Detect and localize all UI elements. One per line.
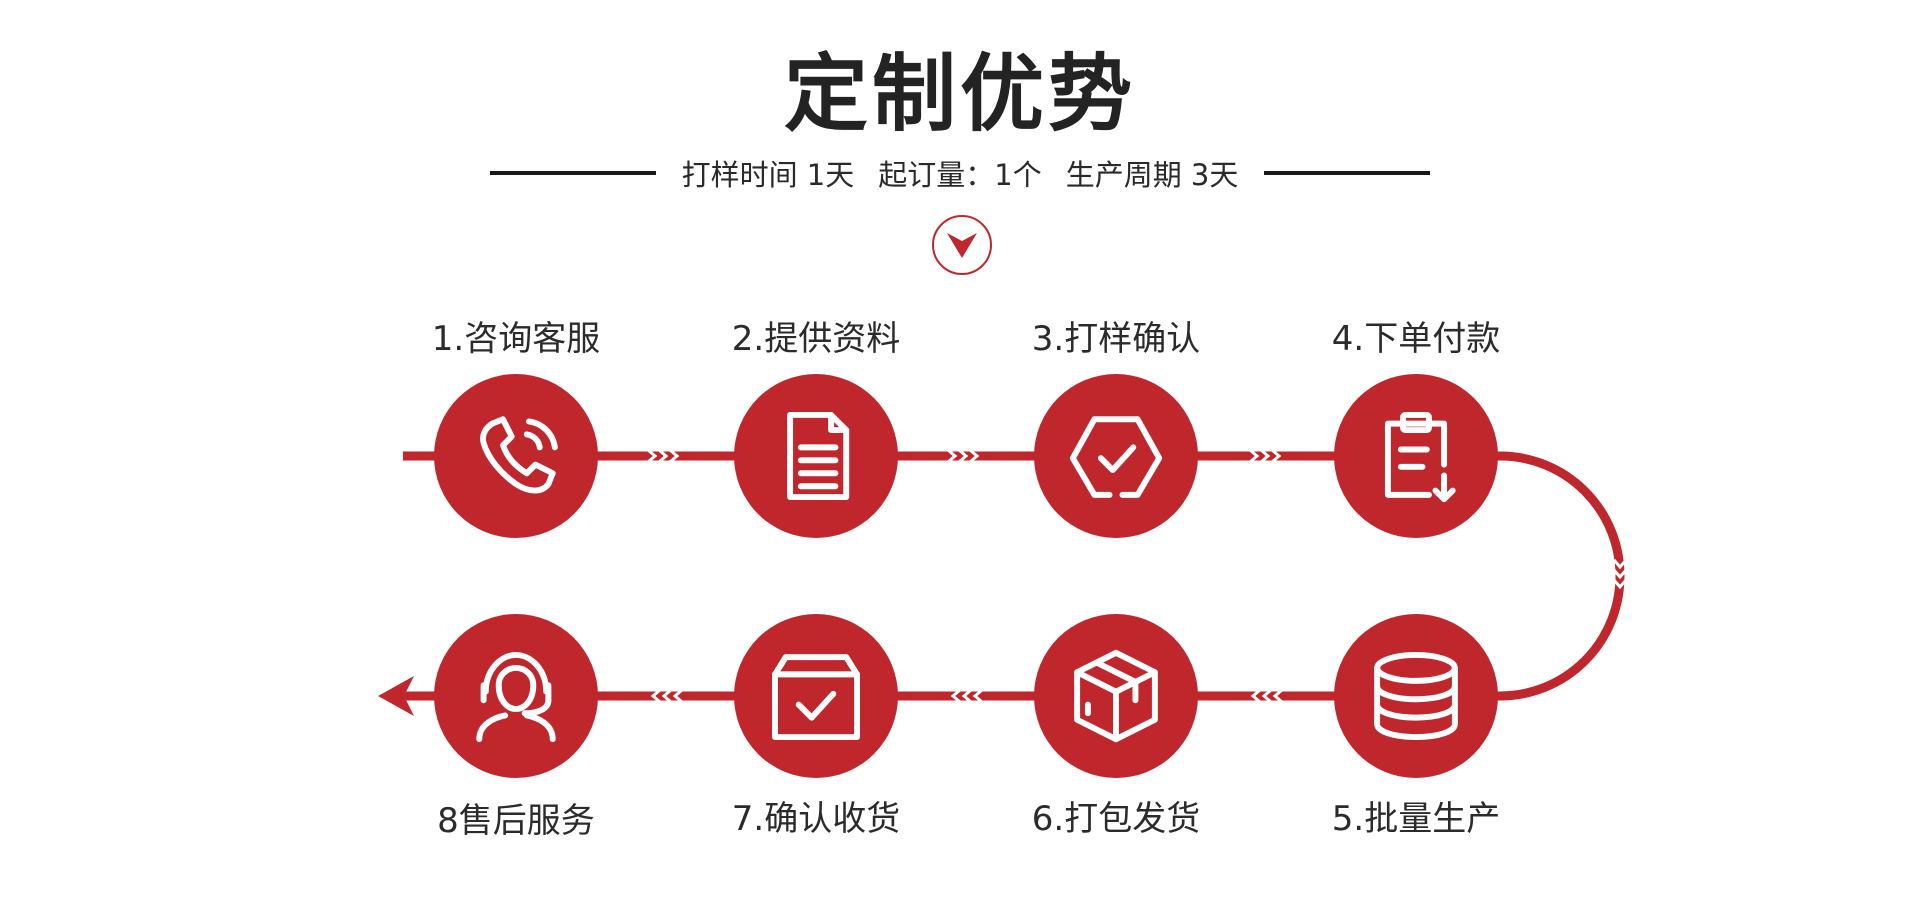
step-5-label: 5.批量生产 <box>1331 799 1501 839</box>
step-6-label: 6.打包发货 <box>1031 799 1201 839</box>
sample-time-text: 打样时间 1天 <box>681 158 855 192</box>
step-7-label: 7.确认收货 <box>731 799 901 839</box>
database-stack-icon <box>1374 651 1458 741</box>
scroll-down-icon <box>932 215 992 275</box>
subtitle-text: 打样时间 1天 起订量：1个 生产周期 3天 <box>682 152 1239 194</box>
page-title: 定制优势 <box>783 45 1136 143</box>
package-box-icon <box>1074 649 1158 743</box>
step-2-label: 2.提供资料 <box>731 319 901 359</box>
step-3-label: 3.打样确认 <box>1031 319 1201 359</box>
step-1-circle <box>434 374 598 538</box>
step-5-circle <box>1334 614 1498 778</box>
step-2-circle <box>734 374 898 538</box>
min-order-text: 起订量：1个 <box>878 158 1042 192</box>
hexagon-check-icon <box>1069 416 1163 498</box>
document-icon <box>787 411 850 501</box>
step-7-circle <box>734 614 898 778</box>
phone-icon <box>480 416 558 494</box>
subtitle-bar: 打样时间 1天 起订量：1个 生产周期 3天 <box>0 152 1920 194</box>
step-8-label: 8售后服务 <box>437 801 595 841</box>
subtitle-right-divider <box>1264 171 1431 175</box>
step-4-label: 4.下单付款 <box>1331 319 1501 359</box>
step-1-label: 1.咨询客服 <box>431 319 601 359</box>
step-6-circle <box>1034 614 1198 778</box>
chevron-down-icon <box>947 233 977 258</box>
step-3-circle <box>1034 374 1198 538</box>
box-check-icon <box>771 654 861 741</box>
production-cycle-text: 生产周期 3天 <box>1065 158 1239 192</box>
subtitle-left-divider <box>489 171 656 175</box>
clipboard-download-icon <box>1384 411 1456 503</box>
headset-agent-icon <box>476 651 556 743</box>
step-4-circle <box>1334 374 1498 538</box>
step-8-circle <box>434 614 598 778</box>
